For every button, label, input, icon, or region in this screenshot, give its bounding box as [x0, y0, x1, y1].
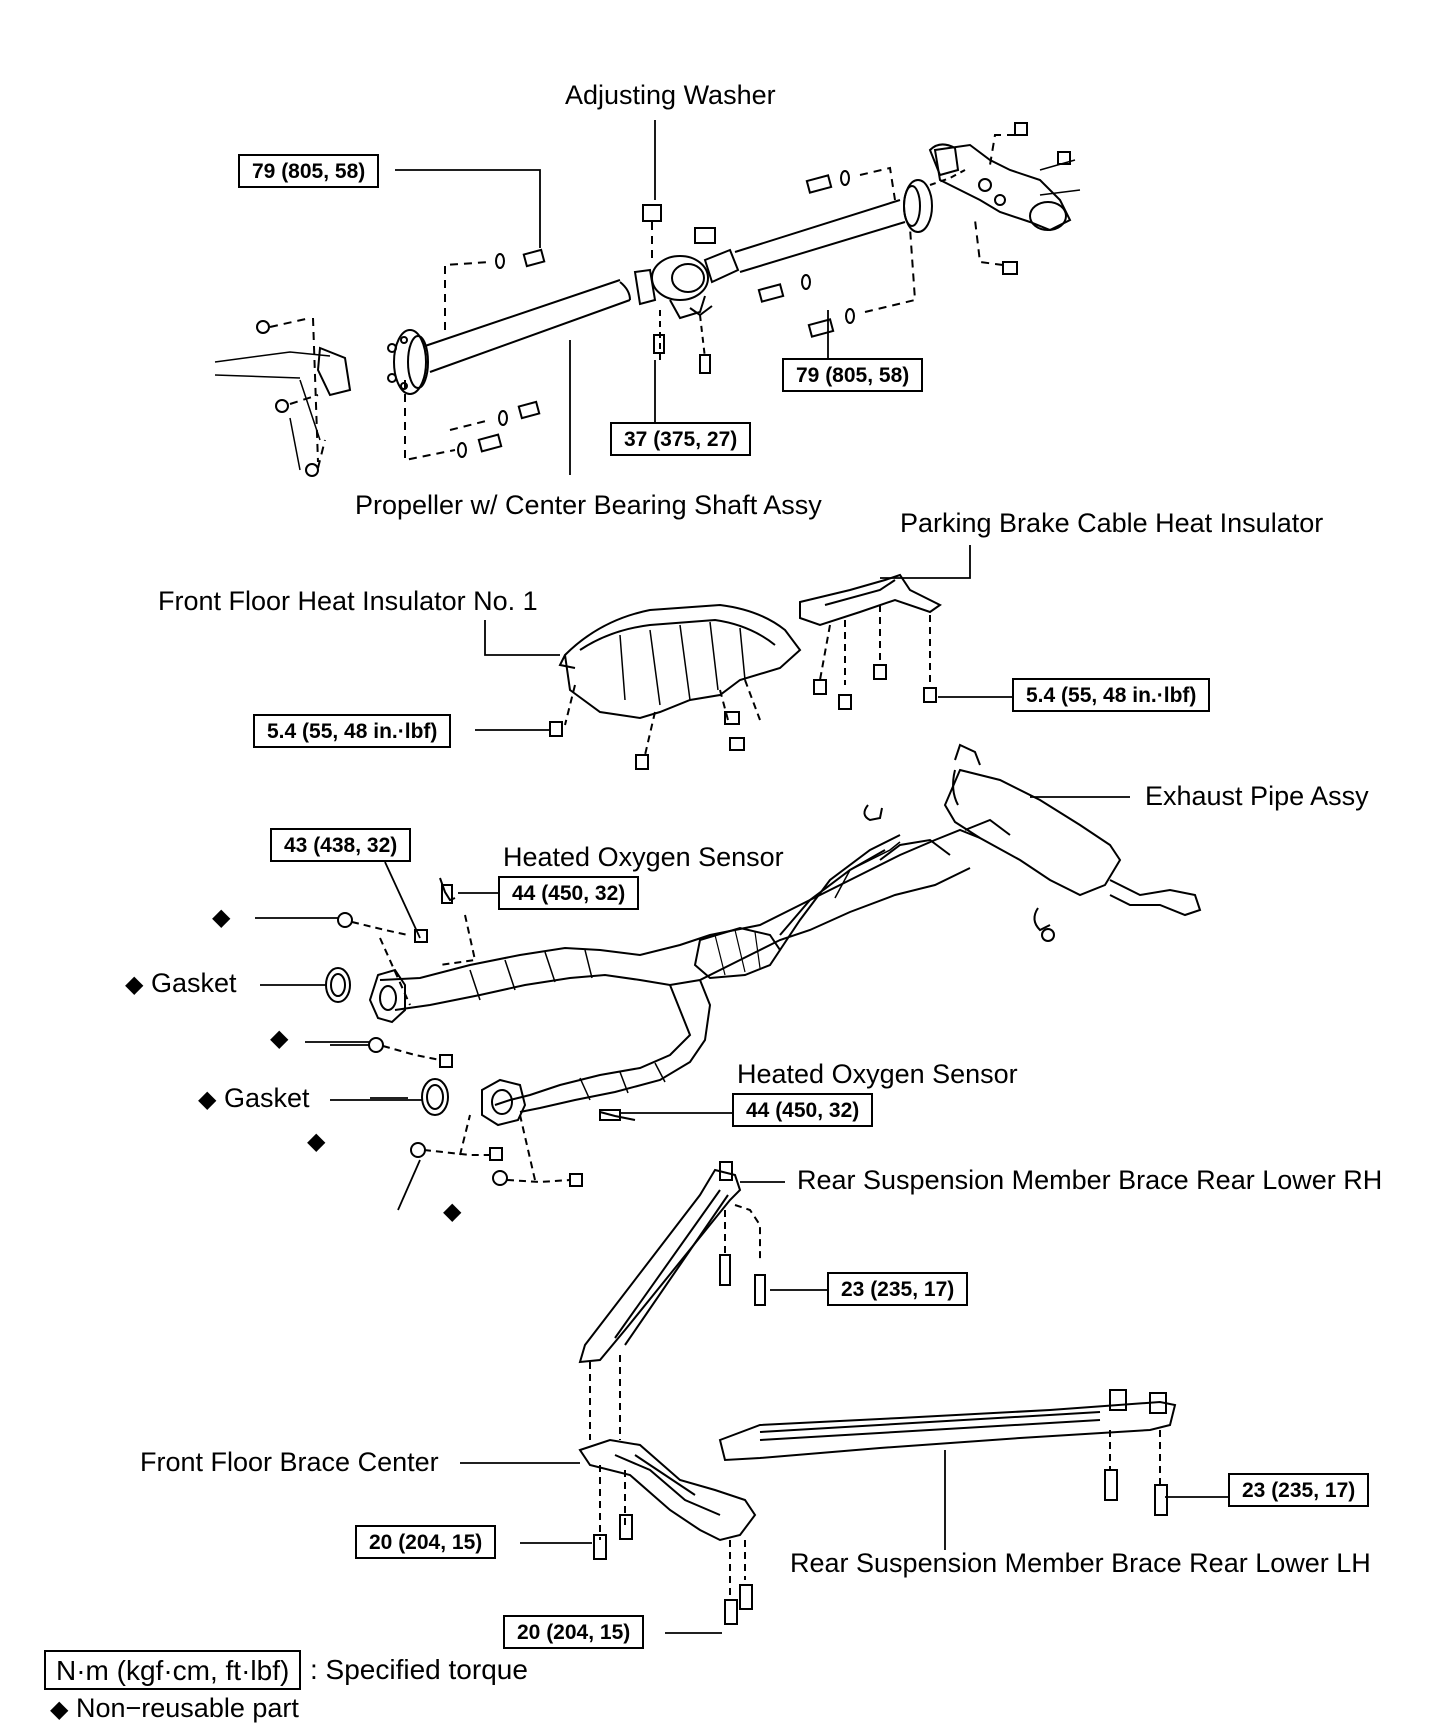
- label-gasket-lower: ◆ Gasket: [198, 1085, 310, 1112]
- label-exhaust-pipe: Exhaust Pipe Assy: [1145, 781, 1369, 811]
- gasket-lower-text: Gasket: [223, 1083, 310, 1113]
- rear-suspension-brace-lh: [718, 1389, 1177, 1516]
- label-adjusting-washer: Adjusting Washer: [565, 80, 776, 110]
- legend-torque-desc: : Specified torque: [310, 1654, 528, 1685]
- label-heated-oxygen-sensor-lower: Heated Oxygen Sensor: [737, 1059, 1018, 1089]
- label-brace-rear-rh: Rear Suspension Member Brace Rear Lower …: [797, 1165, 1383, 1195]
- exhaust-pipe-assy: [325, 743, 1202, 1187]
- torque-floor-brace-b: 20 (204, 15): [503, 1615, 645, 1649]
- torque-prop-right: 79 (805, 58): [782, 358, 924, 392]
- nonreusable-diamond-icon: ◆: [125, 971, 144, 998]
- label-propeller-shaft: Propeller w/ Center Bearing Shaft Assy: [355, 490, 822, 520]
- nonreusable-diamond-icon: ◆: [307, 1128, 326, 1155]
- torque-sensor-lower: 44 (450, 32): [732, 1093, 874, 1127]
- label-front-floor-brace: Front Floor Brace Center: [140, 1447, 439, 1477]
- legend-nonreusable: ◆ Non−reusable part: [50, 1695, 299, 1722]
- rear-suspension-brace-rh: [578, 1161, 766, 1440]
- label-heated-oxygen-sensor-upper: Heated Oxygen Sensor: [503, 842, 784, 872]
- propeller-shaft: [214, 122, 1081, 477]
- nonreusable-diamond-icon: ◆: [270, 1025, 289, 1052]
- torque-prop-left: 79 (805, 58): [238, 154, 380, 188]
- legend-torque-unit-box: N·m (kgf·cm, ft·lbf): [44, 1650, 302, 1690]
- parking-brake-cable-heat-insulator: [799, 573, 942, 710]
- label-brace-rear-lh: Rear Suspension Member Brace Rear Lower …: [790, 1548, 1371, 1578]
- torque-exhaust-flange: 43 (438, 32): [270, 828, 412, 862]
- label-parking-brake-insulator: Parking Brake Cable Heat Insulator: [900, 508, 1324, 538]
- nonreusable-diamond-icon: ◆: [50, 1696, 69, 1723]
- label-front-floor-insulator: Front Floor Heat Insulator No. 1: [158, 586, 538, 616]
- torque-sensor-upper: 44 (450, 32): [498, 876, 640, 910]
- nonreusable-diamond-icon: ◆: [443, 1198, 462, 1225]
- nonreusable-diamond-icon: ◆: [198, 1086, 217, 1113]
- nonreusable-diamond-icon: ◆: [212, 904, 231, 931]
- leader-lines: [255, 120, 1230, 1634]
- gasket-upper-text: Gasket: [150, 968, 237, 998]
- torque-center-bearing: 37 (375, 27): [610, 422, 752, 456]
- torque-insulator-parking: 5.4 (55, 48 in.·lbf): [1012, 678, 1211, 712]
- front-floor-heat-insulator: [549, 603, 802, 770]
- torque-brace-rh: 23 (235, 17): [827, 1272, 969, 1306]
- front-floor-brace-center: [578, 1438, 757, 1625]
- torque-insulator-front: 5.4 (55, 48 in.·lbf): [253, 714, 452, 748]
- torque-floor-brace-a: 20 (204, 15): [355, 1525, 497, 1559]
- torque-brace-lh: 23 (235, 17): [1228, 1473, 1370, 1507]
- label-gasket-upper: ◆ Gasket: [125, 970, 237, 997]
- legend-nonreusable-text: Non−reusable part: [75, 1693, 299, 1723]
